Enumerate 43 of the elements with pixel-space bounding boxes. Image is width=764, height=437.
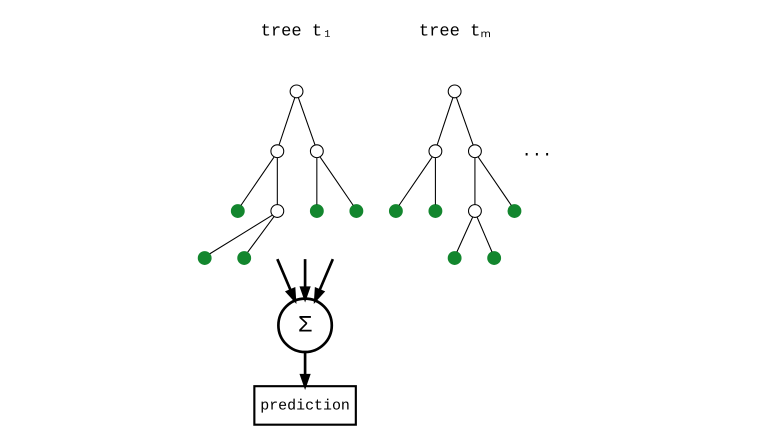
connector bbox=[476, 217, 492, 252]
node-circle bbox=[388, 204, 403, 218]
node-circle bbox=[428, 144, 442, 158]
connector bbox=[478, 156, 512, 206]
node-circle bbox=[448, 84, 462, 98]
node-circle bbox=[270, 204, 284, 218]
arrow bbox=[299, 259, 311, 302]
arrow bbox=[314, 258, 334, 304]
node-circle bbox=[290, 84, 304, 98]
connector bbox=[298, 98, 316, 146]
node-circle bbox=[310, 204, 324, 218]
connector bbox=[436, 98, 454, 146]
connector bbox=[434, 158, 436, 205]
connector bbox=[456, 98, 474, 146]
label: tree tₘ bbox=[418, 22, 490, 42]
node-circle bbox=[468, 204, 482, 218]
arrow bbox=[276, 258, 296, 304]
connector bbox=[276, 158, 278, 205]
node-circle bbox=[508, 204, 522, 218]
node-circle bbox=[237, 251, 252, 265]
node-circle bbox=[198, 251, 212, 265]
connector bbox=[278, 98, 296, 146]
connector bbox=[474, 158, 476, 205]
label: tree t₁ bbox=[260, 22, 332, 42]
connector bbox=[398, 156, 432, 206]
node-circle bbox=[349, 204, 364, 218]
node-circle bbox=[448, 251, 462, 265]
connector bbox=[316, 158, 318, 205]
connector bbox=[240, 156, 274, 206]
node-circle bbox=[230, 204, 245, 218]
node-box: prediction bbox=[253, 385, 357, 426]
label: ... bbox=[522, 142, 552, 162]
node-circle bbox=[468, 144, 482, 158]
connector bbox=[456, 217, 474, 252]
node-circle bbox=[428, 204, 442, 218]
connector bbox=[320, 156, 354, 206]
node-circle bbox=[270, 144, 284, 158]
node-circle: Σ bbox=[277, 297, 334, 354]
node-circle bbox=[310, 144, 324, 158]
arrow bbox=[299, 352, 311, 390]
node-circle bbox=[487, 251, 502, 265]
connector bbox=[247, 216, 274, 253]
connector bbox=[210, 214, 272, 254]
